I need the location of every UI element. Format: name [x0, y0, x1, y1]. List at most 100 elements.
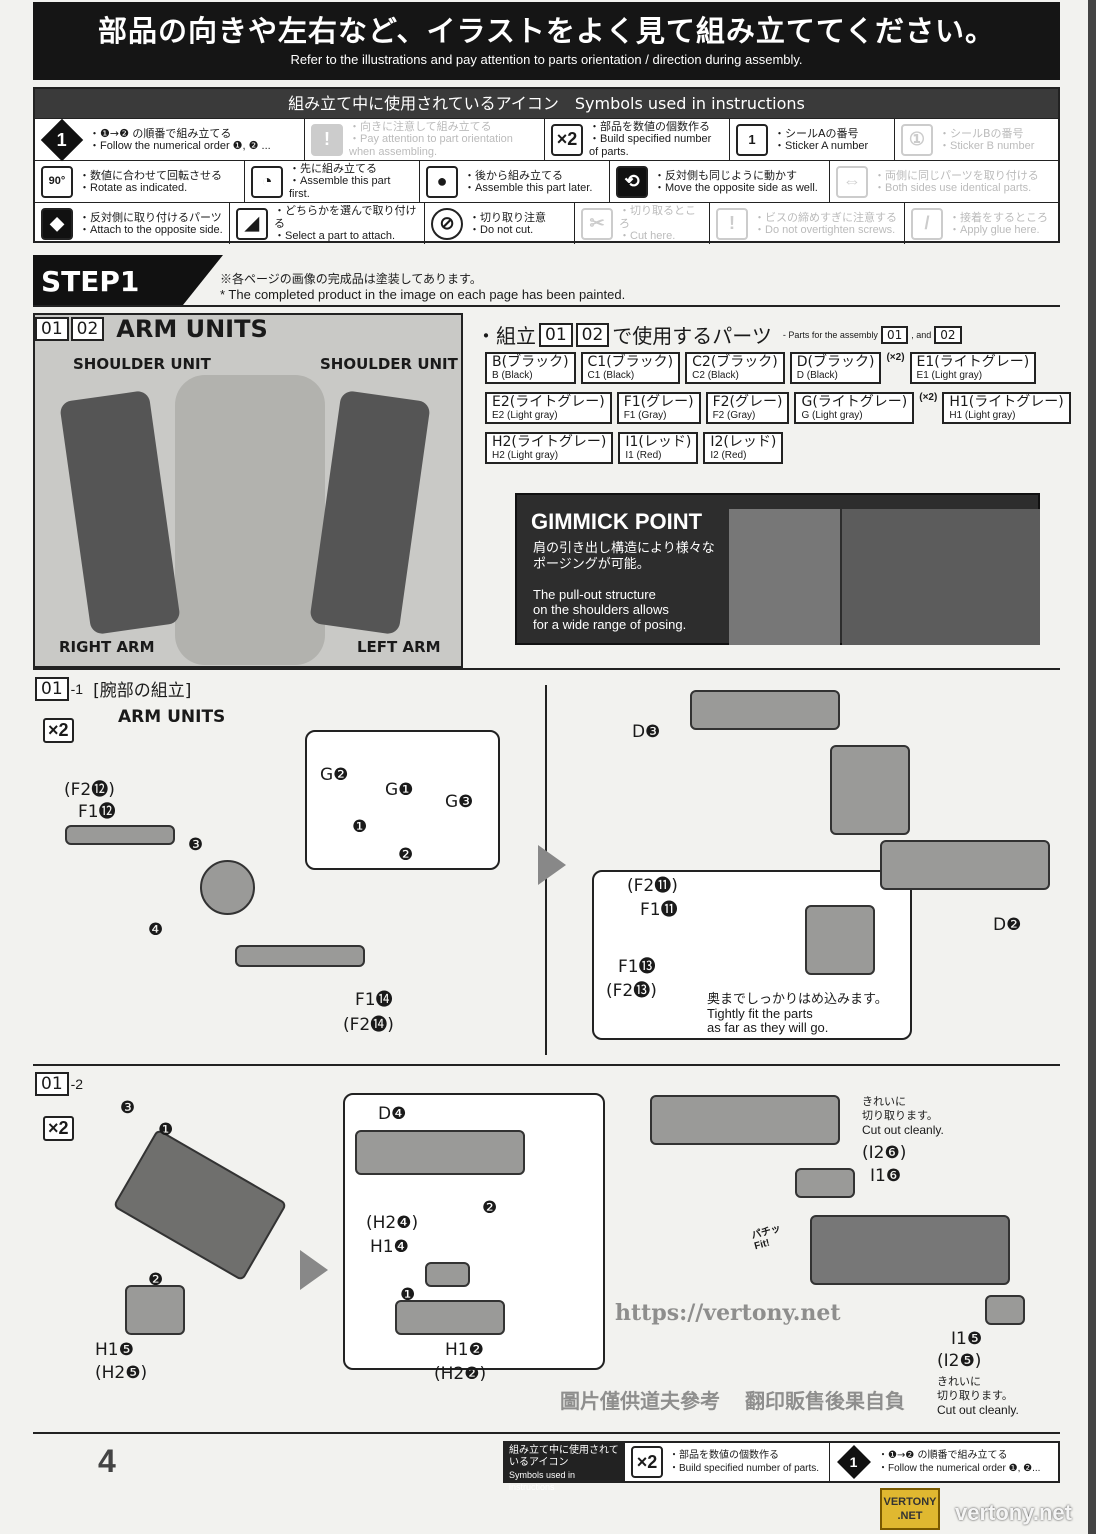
- parts-row: E2(ライトグレー)E2 (Light gray)F1(グレー)F1 (Gray…: [485, 392, 1085, 428]
- part-label: H1❷: [445, 1340, 484, 1360]
- part-label: F1⓮: [355, 990, 393, 1010]
- legend-glue: /・接着をするところ・Apply glue here.: [905, 203, 1058, 244]
- part-label: ❶: [158, 1120, 174, 1140]
- part-label: (F2⓬): [64, 780, 115, 800]
- part-runner-10: H2(ライトグレー)H2 (Light gray): [485, 432, 614, 464]
- rotate-icon: 90°: [41, 165, 73, 198]
- legend-row-2: 90°・数値に合わせて回転させる・Rotate as indicated. ◔・…: [35, 160, 1058, 202]
- part-label: (F2⓫): [627, 876, 678, 896]
- legend-build-number: ×2・部品を数値の個数作る・Build specified number of …: [545, 119, 730, 160]
- arm-units-title: ARM UNITS: [116, 315, 268, 343]
- gimmick-point-panel: GIMMICK POINT 肩の引き出し構造により様々なポージングが可能。 Th…: [515, 493, 1040, 645]
- mirror-move-icon: ⟲: [616, 165, 648, 198]
- part-d3: [690, 690, 840, 730]
- cut-note-top: きれいに切り取ります。Cut out cleanly.: [862, 1095, 944, 1137]
- cut-note-bottom: きれいに切り取ります。Cut out cleanly.: [937, 1375, 1019, 1417]
- part-label: F1⓬: [78, 802, 116, 822]
- part-runner-5: E2(ライトグレー)E2 (Light gray): [485, 392, 612, 424]
- symbols-legend: 組み立て中に使用されているアイコン Symbols used in instru…: [33, 87, 1060, 244]
- times-two-icon: ×2: [551, 123, 583, 156]
- part-runner-6: F1(グレー)F1 (Gray): [616, 392, 701, 424]
- sticker-a-icon: 1: [736, 123, 768, 156]
- page-edge: [1088, 0, 1096, 1534]
- exclamation-icon: !: [311, 123, 343, 156]
- legend-numerical-order: 1・❶→❷ の順番で組み立てる・Follow the numerical ord…: [35, 118, 305, 161]
- page-header: 部品の向きや左右など、イラストをよく見て組み立ててください。 Refer to …: [33, 2, 1060, 80]
- arm-assembly: [112, 1128, 288, 1282]
- part-label: (H2❷): [434, 1364, 487, 1384]
- next-arrow-icon: [538, 845, 566, 885]
- part-runner-3: D(ブラック)D (Black): [789, 352, 882, 384]
- assembly-num-01: 01: [35, 317, 69, 341]
- part-joint: [200, 860, 255, 915]
- parts-row: H2(ライトグレー)H2 (Light gray)I1(レッド)I1 (Red)…: [485, 432, 1085, 468]
- part-label: (I2❺): [937, 1351, 982, 1371]
- part-label: F1⓫: [640, 900, 678, 920]
- part-label: ❹: [148, 920, 164, 940]
- part-qty: (×2): [886, 352, 905, 363]
- legend-title: 組み立て中に使用されているアイコン Symbols used in instru…: [35, 89, 1058, 118]
- part-label: D❸: [632, 722, 661, 742]
- label-right-arm: RIGHT ARM: [59, 638, 155, 656]
- legend-orientation: !・向きに注意して組み立てる・Pay attention to part ori…: [305, 119, 545, 160]
- gimmick-photo-2: [842, 509, 1040, 645]
- part-label: F1⓭: [618, 957, 656, 977]
- part-label: G❶: [385, 780, 414, 800]
- part-label: D❷: [993, 915, 1022, 935]
- step-arrow: [183, 255, 223, 305]
- g-parts-callout: [305, 730, 500, 870]
- part-runner-4: E1(ライトグレー)E1 (Light gray): [909, 352, 1037, 384]
- part-runner-12: I2(レッド)I2 (Red): [703, 432, 784, 464]
- part-h1-2: [395, 1300, 505, 1335]
- legend-sticker-a: 1・シールAの番号・Sticker A number: [730, 119, 895, 160]
- part-label: ❷: [482, 1198, 498, 1218]
- part-label: I1❻: [870, 1166, 902, 1186]
- part-label: ❶: [400, 1285, 416, 1305]
- part-h1-4: [425, 1262, 470, 1287]
- watermark-url: https://vertony.net: [615, 1300, 841, 1326]
- part-qty: (×2): [919, 392, 938, 403]
- step-number-icon: 1: [837, 1445, 871, 1479]
- header-title-en: Refer to the illustrations and pay atten…: [290, 52, 803, 67]
- watermark-cn-2: 翻印販售後果自負: [745, 1389, 905, 1413]
- part-label: ❸: [188, 835, 204, 855]
- part-label: I1❺: [951, 1329, 983, 1349]
- part-runner-9: H1(ライトグレー)H1 (Light gray): [942, 392, 1071, 424]
- legend-identical: ⇔・両側に同じパーツを取り付ける・Both sides use identica…: [830, 161, 1058, 202]
- both-sides-icon: ⇔: [836, 165, 868, 198]
- watermark-badge: VERTONY .NET: [880, 1488, 940, 1530]
- shoulder-assembly: [810, 1215, 1010, 1285]
- part-label: G❷: [320, 765, 349, 785]
- parts-list-title: ・組立 01 02 で使用するパーツ - Parts for the assem…: [476, 320, 962, 349]
- parts-row: B(ブラック)B (Black)C1(ブラック)C1 (Black)C2(ブラッ…: [485, 352, 1085, 388]
- times-two-badge: ×2: [43, 718, 74, 743]
- part-runner-1: C1(ブラック)C1 (Black): [580, 352, 681, 384]
- part-runner-11: I1(レッド)I1 (Red): [618, 432, 699, 464]
- arm-units-photo: 01 02 ARM UNITS SHOULDER UNIT SHOULDER U…: [33, 313, 463, 668]
- next-arrow-icon: [300, 1250, 328, 1290]
- times-two-badge: ×2: [43, 1116, 74, 1141]
- legend-select: ◢・どちらかを選んで取り付ける・Select a part to attach.: [230, 203, 425, 244]
- part-d4-right: [650, 1095, 840, 1145]
- legend-cut-here: ✂・切り取るところ・Cut here.: [575, 203, 710, 244]
- fit-sound-label: パチッ Fit!: [750, 1223, 783, 1253]
- label-shoulder-unit-left: SHOULDER UNIT: [320, 355, 458, 373]
- part-label: (I2❻): [862, 1143, 907, 1163]
- watermark-site: vertony.net: [955, 1500, 1072, 1525]
- right-arm-figure: [59, 389, 181, 636]
- sticker-b-icon: ①: [901, 123, 933, 156]
- legend-first: ◔・先に組み立てる・Assemble this part first.: [245, 161, 420, 202]
- divider: [33, 668, 1060, 670]
- page-number: 4: [98, 1443, 116, 1479]
- part-label: ❷: [398, 845, 414, 865]
- glue-brush-icon: /: [911, 207, 943, 240]
- part-h1-5: [125, 1285, 185, 1335]
- legend-screws: !・ビスの締めすぎに注意する・Do not overtighten screws…: [710, 203, 905, 244]
- legend-later: ●・後から組み立てる・Assemble this part later.: [420, 161, 610, 202]
- part-shoulder-assembly: [805, 905, 875, 975]
- step-label: STEP1: [33, 255, 183, 305]
- part-runner-8: G(ライトグレー)G (Light gray): [794, 392, 915, 424]
- divider: [33, 1432, 1060, 1434]
- part-runner-7: F2(グレー)F2 (Gray): [705, 392, 790, 424]
